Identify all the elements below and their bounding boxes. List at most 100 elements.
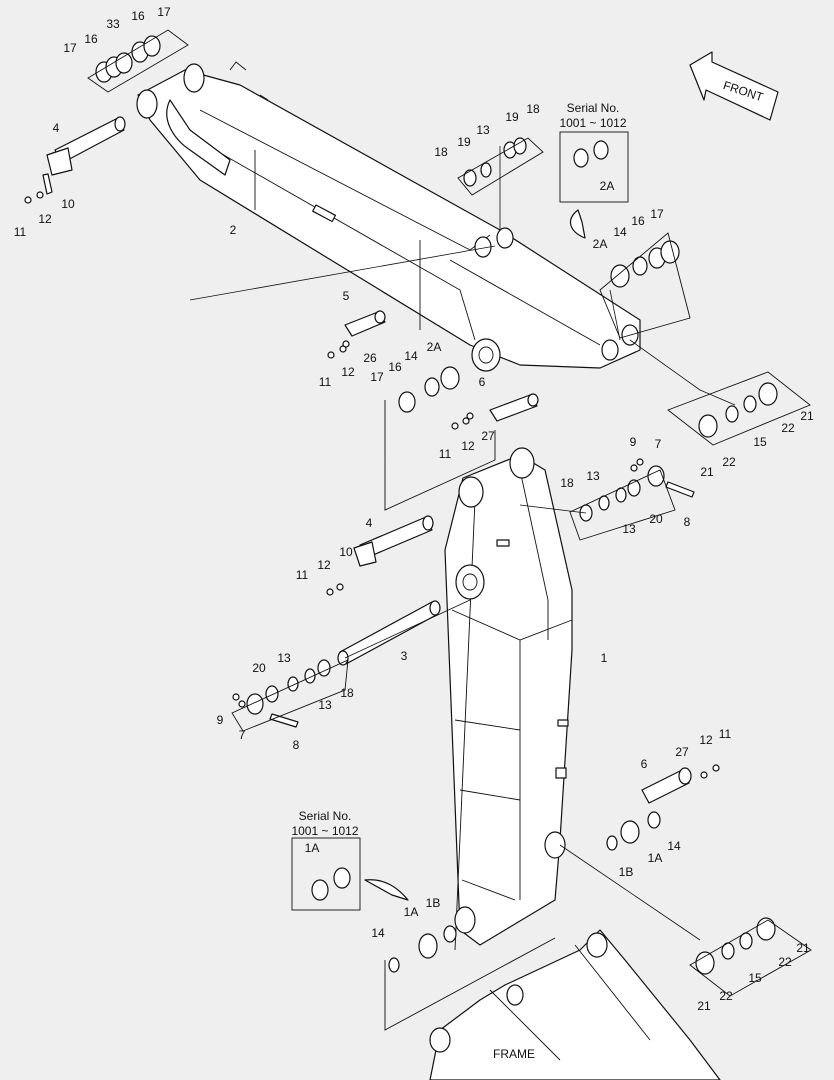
callout: 12 [38,212,52,226]
callout: 5 [343,289,350,303]
callout: 1 [601,651,608,665]
bushing-group-right-21-upper [698,382,778,438]
callout: 22 [778,955,792,969]
pin-part-4-lower [353,515,434,567]
callout: 27 [675,745,689,759]
callout: 17 [157,5,171,19]
serial-part-lower: 1A [305,841,320,855]
serial-title-lower: Serial No. [299,809,352,823]
callout: 14 [667,839,681,853]
callout: 1B [426,896,441,910]
callout: 10 [339,545,353,559]
callout: 4 [53,121,60,135]
serial-title-upper: Serial No. [567,101,620,115]
callout: 9 [630,435,637,449]
serial-box-upper: Serial No. 1001 ~ 1012 2A [559,101,629,239]
pin-part-6-upper [489,393,539,422]
pin-part-3 [337,600,441,666]
callout: 14 [371,926,385,940]
callout: 13 [622,522,636,536]
callout: 15 [748,971,762,985]
callout: 21 [796,941,810,955]
callout: 2 [230,223,237,237]
callout: 22 [722,455,736,469]
callout: 16 [631,214,645,228]
frame-outline [429,929,721,1080]
callout: 21 [700,465,714,479]
callout: 15 [753,435,767,449]
guide-lines [189,146,736,941]
lock-plate-10-upper [42,173,53,195]
callout: 13 [318,698,332,712]
callout: 12 [461,439,475,453]
serial-box-lower: Serial No. 1001 ~ 1012 1A [291,809,409,911]
callout: 2A [427,340,442,354]
bolts-and-nuts [24,191,720,779]
callout: 18 [560,476,574,490]
callout: 33 [106,17,120,31]
callout: 14 [404,349,418,363]
callout: 16 [388,360,402,374]
callout: 12 [317,558,331,572]
callout: 12 [699,733,713,747]
callout: 1A [404,905,419,919]
callout: 11 [296,568,309,582]
callout: 17 [370,370,384,384]
callout: 1B [619,865,634,879]
bushing-group-top-center [463,137,527,187]
callout: 4 [366,516,373,530]
callout: 11 [439,447,452,461]
callout: 13 [277,651,291,665]
callout: 21 [697,999,711,1013]
callout: 7 [655,437,662,451]
frame-label: FRAME [493,1047,535,1061]
callout: 8 [293,738,300,752]
callout: 9 [217,713,224,727]
serial-range-lower: 1001 ~ 1012 [291,824,358,838]
callout: 12 [341,365,355,379]
callout: 26 [363,351,377,365]
callout: 19 [505,110,519,124]
callout: 7 [239,728,246,742]
callout: 10 [61,197,75,211]
bracket-boxes [87,29,812,1031]
callout: 13 [586,469,600,483]
callout: 13 [476,123,490,137]
callout: 17 [63,41,77,55]
callout: 18 [434,145,448,159]
callout: 3 [401,649,408,663]
callout: 6 [479,375,486,389]
bushing-group-lower-right-14 [606,811,661,851]
callout-labels: 17 16 33 16 17 4 10 12 11 2 18 19 13 19 … [14,5,814,1013]
callout: 16 [131,9,145,23]
bushing-group-arm-mid [398,366,460,413]
callout: 27 [481,429,495,443]
callout: 1A [648,851,663,865]
serial-range-upper: 1001 ~ 1012 [559,116,626,130]
callout: 20 [649,512,663,526]
callout: 21 [800,409,814,423]
pin-part-6-lower [641,767,692,804]
callout: 18 [340,686,354,700]
callout: 2A [593,237,608,251]
front-direction-arrow: FRONT [689,51,779,121]
callout: 22 [719,989,733,1003]
bushing-group-lower-left-1a [388,925,457,973]
callout: 16 [84,32,98,46]
callout: 14 [613,225,627,239]
callout: 22 [781,421,795,435]
callout: 8 [684,515,691,529]
pin-part-4-upper [46,116,126,176]
serial-part-upper: 2A [600,179,615,193]
callout: 18 [526,102,540,116]
callout: 11 [719,727,732,741]
callout: 17 [650,207,664,221]
callout: 6 [641,757,648,771]
callout: 19 [457,135,471,149]
callout: 20 [252,661,266,675]
callout: 11 [319,375,332,389]
arm-assembly [136,61,641,372]
bushing-group-2a-right [610,240,680,288]
bushing-group-top-left [95,35,161,83]
